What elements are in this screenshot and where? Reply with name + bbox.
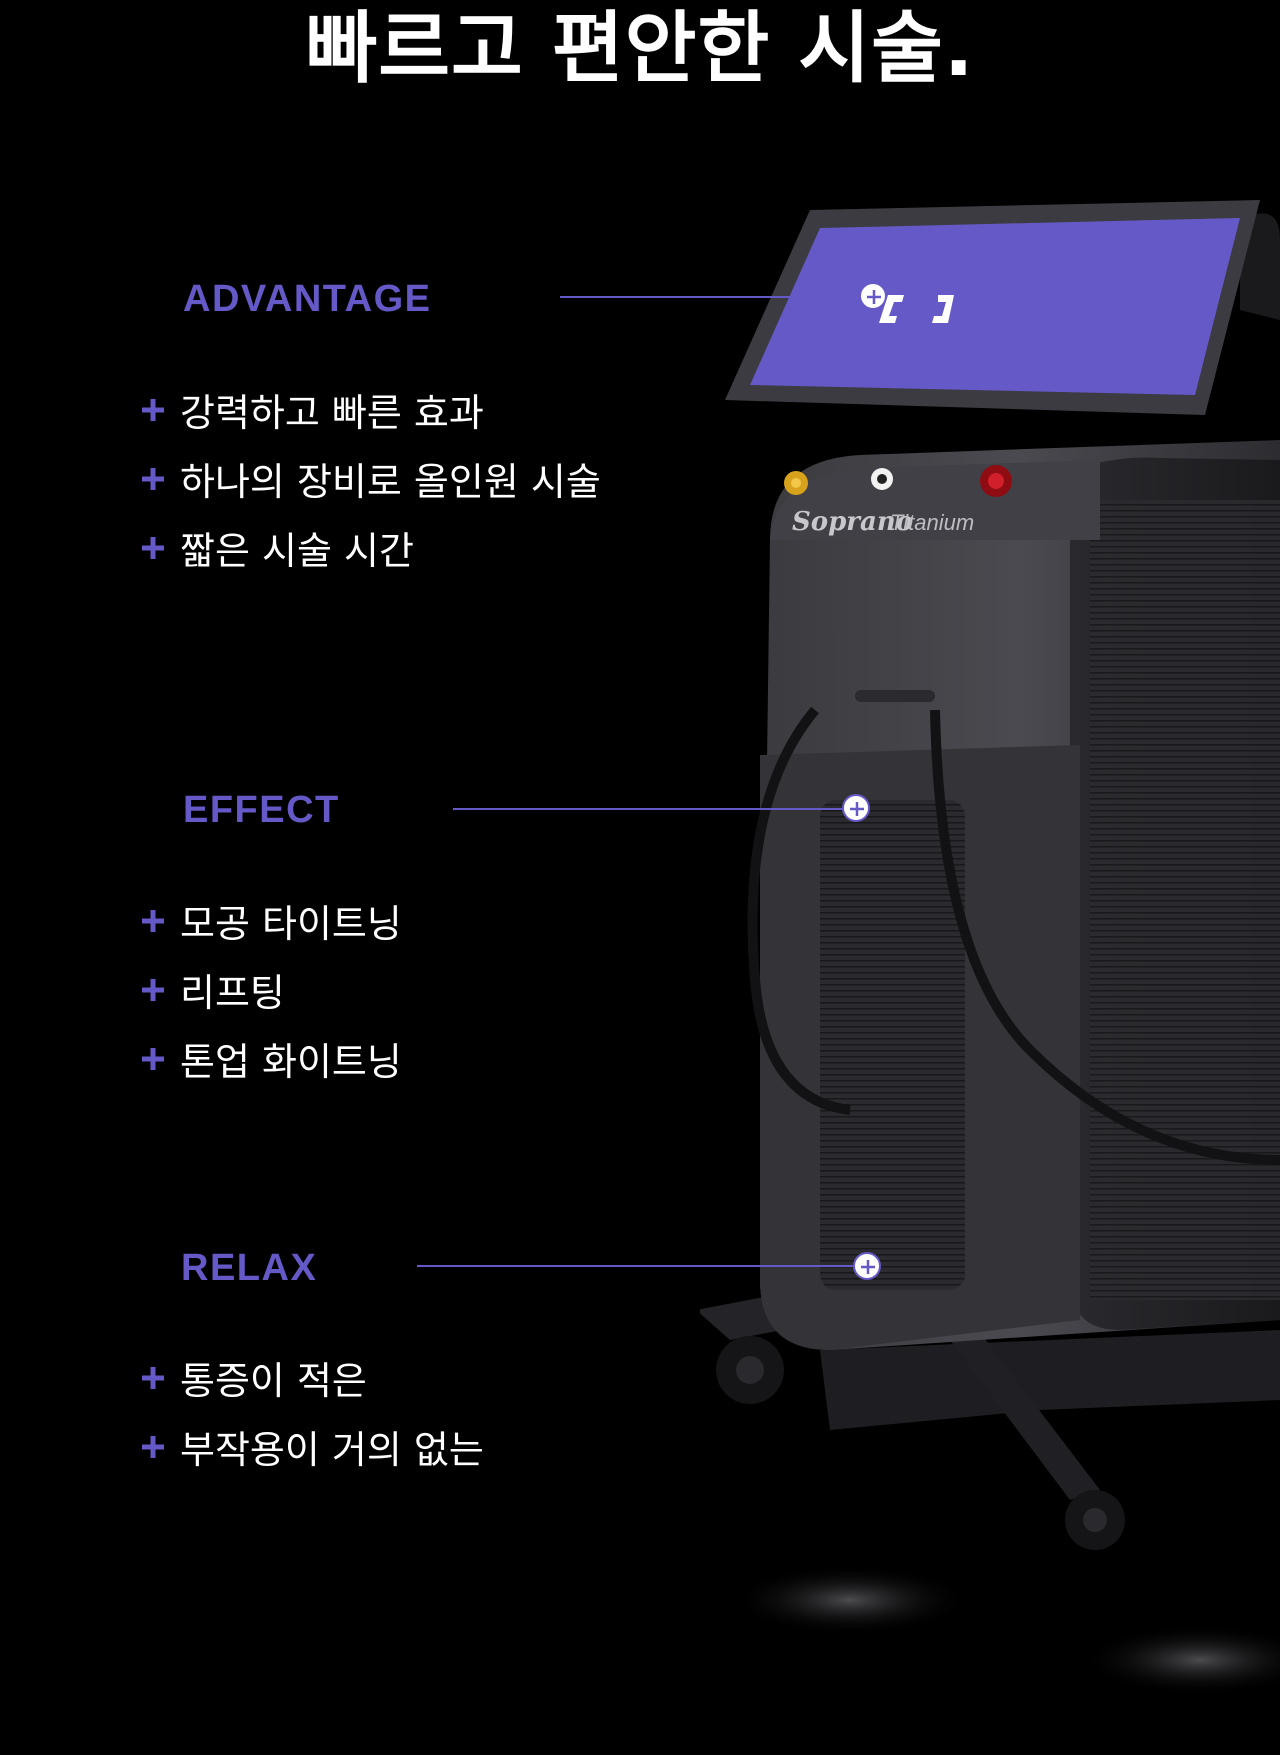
device-brand: Soprano [792,507,913,537]
list-item: 모공 타이트닝 [140,886,402,955]
plus-icon [142,1047,164,1070]
page-headline: 빠르고 편안한 시술. [305,4,975,94]
list-item-label: 하나의 장비로 올인원 시술 [180,460,601,504]
effect-list: 모공 타이트닝 리프팅 톤업 화이트닝 [140,886,402,1093]
relax-list: 통증이 적은 부작용이 거의 없는 [140,1343,484,1481]
list-item-label: 강력하고 빠른 효과 [180,391,484,435]
list-item-label: 리프팅 [180,971,285,1015]
plus-icon [142,1366,164,1389]
hotspot-advantage-icon[interactable] [859,282,887,310]
connector-line-effect [453,808,857,810]
hotspot-relax-icon[interactable] [853,1252,881,1280]
hotspot-effect-icon[interactable] [842,794,870,822]
list-item: 하나의 장비로 올인원 시술 [140,444,601,513]
list-item-label: 통증이 적은 [180,1359,367,1403]
list-item-label: 부작용이 거의 없는 [180,1428,484,1472]
plus-icon [142,467,164,490]
connector-line-relax [417,1265,869,1267]
list-item-label: 짧은 시술 시간 [180,529,414,573]
device-image: Soprano Titanium [700,200,1280,1695]
device-model: Titanium [890,510,974,535]
list-item: 강력하고 빠른 효과 [140,375,601,444]
list-item: 톤업 화이트닝 [140,1024,402,1093]
plus-icon [142,536,164,559]
list-item: 통증이 적은 [140,1343,484,1412]
connector-line-advantage [560,296,875,298]
plus-icon [142,978,164,1001]
list-item: 리프팅 [140,955,402,1024]
plus-icon [142,1435,164,1458]
plus-icon [142,909,164,932]
list-item: 부작용이 거의 없는 [140,1412,484,1481]
list-item-label: 모공 타이트닝 [180,902,402,946]
plus-icon [142,398,164,421]
list-item-label: 톤업 화이트닝 [180,1040,402,1084]
advantage-list: 강력하고 빠른 효과 하나의 장비로 올인원 시술 짧은 시술 시간 [140,375,601,582]
section-title-effect: EFFECT [183,789,340,831]
section-title-advantage: ADVANTAGE [183,278,432,320]
section-title-relax: RELAX [181,1247,318,1289]
list-item: 짧은 시술 시간 [140,513,601,582]
